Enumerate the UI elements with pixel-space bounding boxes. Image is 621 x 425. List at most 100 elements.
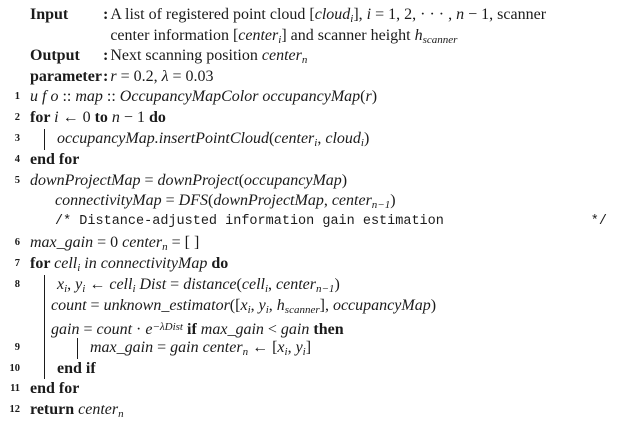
algo-line-cont-5: connectivityMap = DFS(downProjectMap, ce… (0, 191, 621, 212)
statement-text: occupancyMap.insertPointCloud(centeri, c… (57, 129, 621, 154)
text-segment: i (82, 283, 86, 296)
header-text: Next scanning position centern (110, 47, 307, 66)
text-segment: center (274, 129, 315, 147)
text-segment: ) (341, 171, 348, 189)
line-number: 8 (14, 279, 20, 291)
block-rule (44, 275, 45, 296)
text-segment: gain center (170, 338, 243, 356)
text-segment: cloud (325, 129, 361, 147)
text-segment: , (268, 276, 277, 294)
text-segment: for (30, 108, 55, 126)
header-text: r = 0.2, λ = 0.03 (110, 68, 213, 85)
algo-line-cont-10: count = unknown_estimator([xi, yi, hscan… (0, 295, 621, 317)
text-segment: y (295, 338, 303, 356)
text-segment: center (78, 401, 119, 419)
line-number: 12 (9, 404, 21, 416)
text-segment: i (314, 136, 318, 149)
statement-text: xi, yi ← celli Dist = distance(celli, ce… (57, 275, 621, 300)
text-segment: Next scanning position (110, 47, 262, 64)
text-segment: , (268, 296, 277, 314)
header-text: A list of registered point cloud [cloudi… (110, 6, 546, 25)
text-segment: max_gain (200, 320, 264, 338)
text-segment: ], (319, 296, 333, 314)
comment-line: /* Distance-adjusted information gain es… (55, 212, 607, 233)
text-segment: A list of registered point cloud [ (110, 6, 315, 23)
line-number: 3 (14, 132, 20, 144)
text-segment: i (302, 345, 306, 358)
text-segment: gain (51, 320, 80, 338)
text-segment: ) (371, 88, 378, 105)
block-rule (44, 358, 45, 380)
text-segment: ( (207, 192, 214, 210)
text-segment: u f o (30, 88, 59, 105)
text-segment: end if (57, 359, 96, 377)
text-segment: gain (280, 320, 310, 338)
text-segment: y (258, 296, 266, 314)
text-segment: n (118, 408, 124, 421)
statement-text: max_gain = gain centern ← [xi, yi] (90, 338, 621, 363)
text-segment: cell (109, 276, 133, 294)
line-number: 6 (14, 237, 20, 249)
text-segment: :: (58, 88, 76, 105)
line-number: 1 (14, 91, 20, 102)
text-segment: i (366, 6, 372, 23)
text-segment: count (96, 320, 133, 338)
text-segment: max_gain (30, 234, 94, 252)
text-segment: n (111, 108, 120, 126)
text-segment: return (30, 401, 79, 419)
text-segment: r (365, 88, 372, 105)
text-segment: = (86, 296, 104, 314)
header-row-parameter: parameter:r = 0.2, λ = 0.03 (0, 67, 621, 88)
text-segment: ← 0 (58, 108, 95, 126)
statement-text: u f o :: map :: OccupancyMapColor occupa… (30, 87, 621, 108)
text-segment: , (287, 338, 296, 356)
text-segment: then (313, 320, 344, 338)
text-segment: n (242, 345, 249, 358)
text-segment: ( (268, 129, 275, 147)
statement-text: end for (30, 150, 621, 171)
text-segment: occupancyMap (332, 296, 431, 314)
text-segment: DFS (178, 192, 208, 210)
header-label: Output (30, 47, 80, 64)
text-segment: center (331, 192, 372, 210)
text-segment: i (360, 136, 364, 149)
text-segment: do (148, 108, 166, 126)
text-segment: = (79, 320, 97, 338)
text-segment: center (261, 47, 302, 64)
text-segment: , (250, 296, 259, 314)
block-rule (44, 337, 45, 359)
text-segment: center (238, 26, 279, 44)
text-segment: ← [ (248, 338, 278, 356)
block-rule (44, 295, 45, 317)
statement-text: end if (57, 359, 621, 380)
text-segment: downProjectMap (213, 192, 324, 210)
statement-text: return centern (30, 400, 621, 425)
text-segment: = 0 (93, 234, 123, 252)
line-number: 9 (14, 341, 20, 353)
statement-text: end for (30, 379, 621, 400)
text-segment: x (277, 338, 285, 356)
comment-text: /* Distance-adjusted information gain es… (55, 214, 444, 230)
text-segment: for (30, 255, 55, 273)
line-number: 7 (14, 258, 20, 270)
text-segment: distance (183, 276, 237, 294)
text-segment: x (57, 276, 65, 294)
text-segment: i (284, 345, 288, 358)
text-segment: y (75, 276, 83, 294)
header-label: parameter (30, 67, 102, 85)
algo-line-1: 1 u f o :: map :: OccupancyMapColor occup… (0, 87, 621, 108)
algo-line-cont-11: gain = count · e−λDist if max_gain < gai… (0, 316, 621, 338)
text-segment: i (278, 33, 282, 46)
text-segment: −λDist (152, 320, 183, 333)
header-colon: : (103, 67, 109, 85)
statement-text: for i ← 0 to n − 1 do (30, 108, 621, 129)
text-segment: n (162, 241, 168, 254)
line-number: 11 (10, 383, 20, 395)
text-segment: n−1 (371, 199, 391, 212)
text-segment: ) (363, 129, 370, 147)
text-segment: < (263, 320, 281, 338)
text-segment: downProject (157, 171, 239, 189)
text-segment: ) (430, 296, 437, 314)
